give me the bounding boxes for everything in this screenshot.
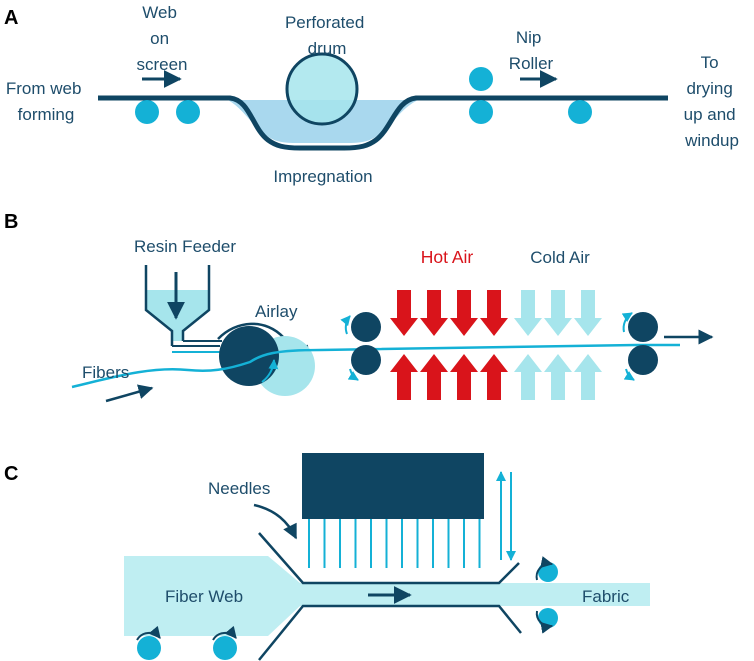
rotation-arrow xyxy=(623,368,635,381)
hot-air-label: Hot Air xyxy=(421,247,474,267)
rotation-arrow xyxy=(535,556,554,581)
cold-air-arrow-down xyxy=(574,290,602,336)
needle-block xyxy=(302,453,484,519)
cold-air-arrow-up xyxy=(514,354,542,400)
needles-label: Needles xyxy=(208,479,270,498)
fiber-web-label: Fiber Web xyxy=(165,587,243,606)
resin-feeder-hopper xyxy=(144,265,211,346)
roller xyxy=(176,100,200,124)
perforated-drum xyxy=(285,52,359,126)
cold-air-arrow-up xyxy=(544,354,572,400)
hot-air-arrow-up xyxy=(390,354,418,400)
hot-air-arrow-down xyxy=(480,290,508,336)
nip-roller-bottom xyxy=(469,100,493,124)
nip-roller-top xyxy=(628,312,658,342)
guide-plate-top xyxy=(258,532,520,585)
rotation-arrow xyxy=(340,315,351,335)
fabric-label: Fabric xyxy=(582,587,630,606)
roller xyxy=(135,100,159,124)
roller xyxy=(213,636,237,660)
rotation-arrow xyxy=(347,368,359,381)
guide-plate-bottom xyxy=(258,604,522,661)
resin-feeder-label: Resin Feeder xyxy=(134,237,236,256)
needles-pointer-arrow xyxy=(253,503,298,540)
roller xyxy=(568,100,592,124)
fibers-label: Fibers xyxy=(82,363,129,382)
hot-air-arrow-down xyxy=(420,290,448,336)
panel-c: C Needles Fiber Web Fabric xyxy=(4,453,650,661)
nip-roller-bottom xyxy=(351,345,381,375)
hot-air-arrow-up xyxy=(450,354,478,400)
cold-air-label: Cold Air xyxy=(530,248,590,267)
nip-roller-bottom xyxy=(628,345,658,375)
to-drying-label: To drying up and windup xyxy=(684,53,741,150)
fiber-web-line xyxy=(71,343,680,389)
airlay-top-roller xyxy=(219,326,279,386)
rotation-arrow xyxy=(621,312,633,333)
web-on-screen-label: Web on screen xyxy=(136,3,187,74)
nip-roller-top xyxy=(469,67,493,91)
hot-air-arrow-up xyxy=(480,354,508,400)
roller xyxy=(137,636,161,660)
nip-roller-top xyxy=(351,312,381,342)
cold-air-arrow-up xyxy=(574,354,602,400)
panel-c-letter: C xyxy=(4,463,18,485)
panel-b-letter: B xyxy=(4,211,18,233)
from-web-forming-label: From web forming xyxy=(6,79,86,124)
fibers-direction-arrow xyxy=(105,384,154,403)
resin-feeder-nozzle xyxy=(172,340,222,347)
cold-air-arrow-down xyxy=(514,290,542,336)
rotation-arrow xyxy=(212,625,237,641)
rotation-arrow xyxy=(535,610,554,634)
nip-roller-label: Nip Roller xyxy=(509,28,554,73)
cold-air-arrow-down xyxy=(544,290,572,336)
hot-air-arrow-down xyxy=(450,290,478,336)
rotation-arrow xyxy=(261,359,279,383)
panel-b: B Resin Feeder Airlay Fibers xyxy=(4,211,714,403)
panel-a: A Web on screen Perforated drum Nip Roll… xyxy=(4,3,741,186)
panel-a-letter: A xyxy=(4,7,18,29)
web-line xyxy=(98,95,668,151)
nip-roller-bottom xyxy=(538,608,558,628)
hot-air-arrow-down xyxy=(390,290,418,336)
air-arrows xyxy=(390,290,602,400)
airlay-label: Airlay xyxy=(255,302,298,321)
needles xyxy=(308,519,481,568)
rotation-arrow xyxy=(136,625,161,641)
nip-roller-top xyxy=(538,562,558,582)
impregnation-label: Impregnation xyxy=(273,167,372,186)
perforated-drum-label: Perforated drum xyxy=(285,13,369,58)
hot-air-arrow-up xyxy=(420,354,448,400)
